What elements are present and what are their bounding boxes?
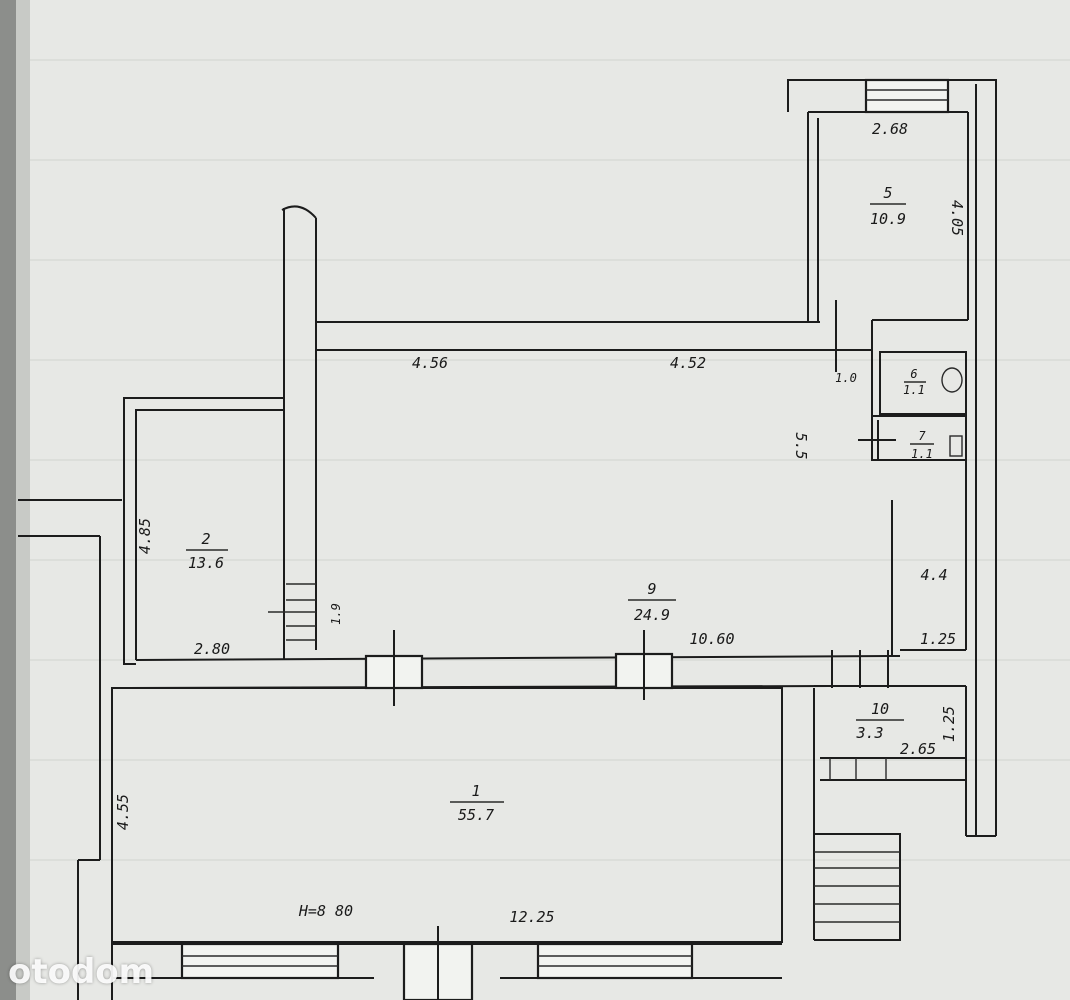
room-5-walls (787, 78, 997, 836)
watermark-logo: otodom (8, 952, 155, 992)
dim-r2-side: 4.85 (136, 518, 154, 554)
handwritten-note: H=8 80 (298, 902, 353, 920)
room-5-area: 10.9 (870, 210, 906, 228)
room-10-area: 3.3 (855, 724, 883, 742)
paper-background (14, 0, 1070, 1000)
room-9-area: 24.9 (634, 606, 670, 624)
dim-r9-top-right: 4.52 (670, 354, 706, 372)
wc-block (871, 351, 967, 461)
room-7-number: 7 (918, 429, 926, 443)
door-marks (364, 300, 896, 706)
dim-r1-bottom: 12.25 (509, 908, 554, 926)
room-6-number: 6 (910, 367, 917, 381)
dim-r5-side: 4.05 (948, 200, 966, 236)
entrance-stairs (814, 833, 901, 941)
scan-edge (0, 0, 16, 1000)
dim-r9-bottom: 10.60 (689, 630, 734, 648)
dim-r10-width: 2.65 (900, 740, 936, 758)
dim-corridor-side: 4.4 (920, 566, 947, 584)
dim-door-mark: 1.0 (835, 371, 857, 385)
room-1-walls (111, 687, 783, 1000)
room-6-area: 1.1 (903, 383, 925, 397)
room-2-area: 13.6 (188, 554, 224, 572)
left-outer-walls (18, 499, 122, 1000)
dim-r10-side: 1.25 (940, 706, 958, 742)
room-9-walls (111, 205, 967, 689)
dim-r9-side: 5.5 (792, 432, 810, 459)
room-10-walls (813, 685, 996, 940)
dimension-labels: 2.68 4.05 4.56 4.52 10.60 5.5 1.0 4.85 2… (114, 120, 966, 926)
dim-corridor-bottom: 1.25 (920, 630, 956, 648)
room-7-area: 1.1 (911, 447, 933, 461)
room-2-walls (123, 397, 316, 665)
room-labels: 5 10.9 9 24.9 2 13.6 1 55.7 10 3.3 6 1.1… (186, 184, 934, 824)
room-1-number: 1 (471, 782, 480, 800)
dim-r9-top-left: 4.56 (412, 354, 448, 372)
dim-r5-top: 2.68 (872, 120, 908, 138)
room-10-number: 10 (871, 700, 889, 718)
room-1-area: 55.7 (458, 806, 494, 824)
dim-r1-side: 4.55 (114, 794, 132, 830)
room-5-number: 5 (883, 184, 892, 202)
paper-grid (30, 59, 1070, 861)
dim-r2-bottom: 2.80 (194, 640, 230, 658)
room-2-number: 2 (201, 530, 210, 548)
dim-step-height: 1.9 (329, 603, 343, 625)
room-9-number: 9 (647, 580, 656, 598)
